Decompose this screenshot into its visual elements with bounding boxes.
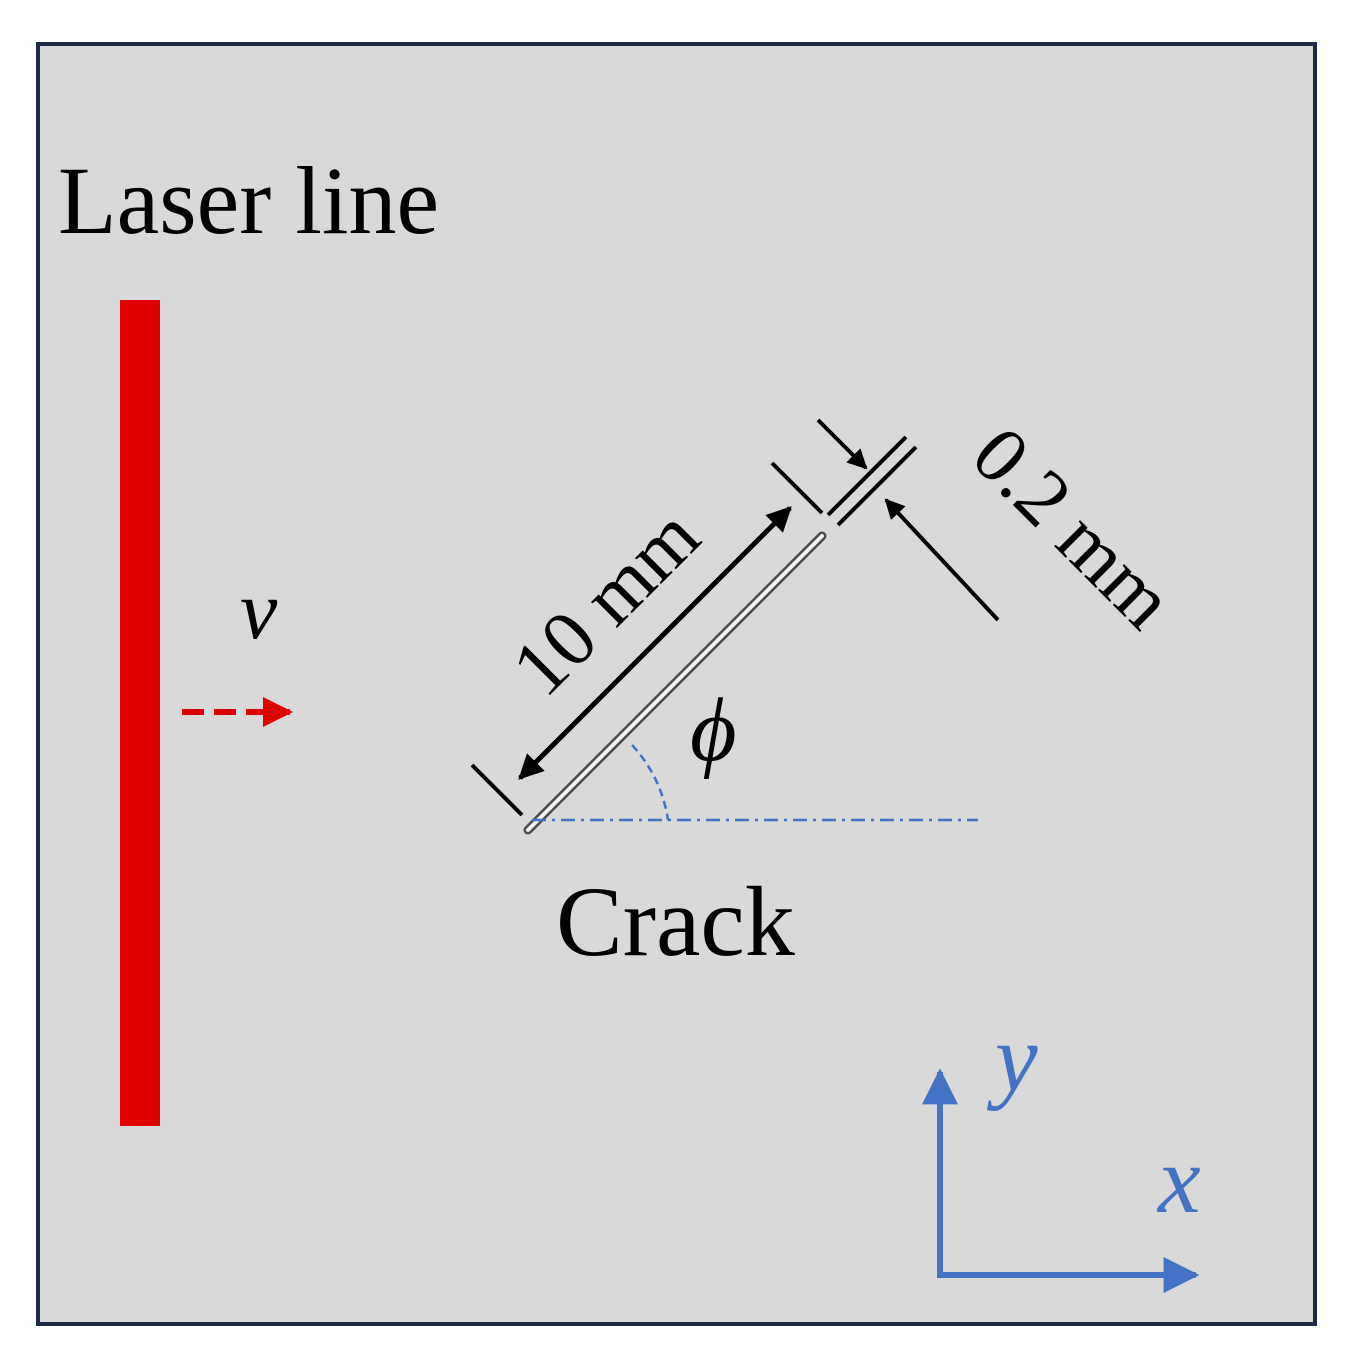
velocity-label: v: [240, 564, 278, 657]
length-extension-bottom: [470, 763, 524, 817]
width-extension-inner: [826, 435, 908, 517]
length-dimension-arrow: [518, 506, 792, 780]
width-arrow-upper: [816, 418, 868, 470]
crack-label: Crack: [556, 866, 795, 977]
length-extension-top: [770, 461, 824, 515]
laser-line-bar: [120, 300, 160, 1126]
laser-line-label: Laser line: [58, 147, 439, 254]
x-axis-label: x: [1156, 1126, 1201, 1233]
width-extension-outer: [836, 445, 918, 527]
y-axis-label: y: [986, 1004, 1038, 1111]
width-arrow-lower: [884, 498, 1000, 622]
angle-label: ϕ: [690, 681, 737, 780]
